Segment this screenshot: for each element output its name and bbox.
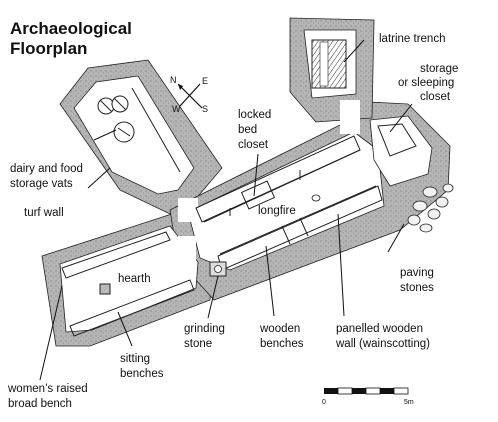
leader-lines [39,39,413,381]
label-panel-2: wall (wainscotting) [335,338,430,350]
compass-n: N [170,75,177,85]
label-benches-2: benches [260,338,304,350]
label-grinding-2: stone [184,338,212,350]
locked-bed-closet-box [240,180,276,210]
label-locked-1: locked [238,109,271,121]
title-line-2: Floorplan [10,39,87,58]
label-benches-1: wooden [259,323,300,335]
label-grinding-1: grinding [184,323,225,335]
hearth-box [99,283,111,295]
compass-w: W [172,104,181,114]
latrine-trench [311,39,347,89]
doorways [178,100,360,266]
scale-bar: 0 5m [322,387,414,406]
label-sitting-2: benches [120,368,164,380]
label-women-1: women’s raised [7,383,88,395]
label-locked-3: closet [238,139,269,151]
label-paving-2: stones [400,282,434,294]
closet-floor [369,115,433,187]
dairy-bench-line [131,87,181,173]
label-storage-3: closet [420,91,451,103]
compass-rose: N E S W [170,75,208,114]
label-sitting-1: sitting [120,353,150,365]
longfire-hearth-mark [311,194,321,202]
label-longfire: longfire [258,205,296,217]
label-turf-wall: turf wall [24,207,64,219]
title-line-1: Archaeological [10,19,132,38]
label-hearth: hearth [118,273,151,285]
scale-min: 0 [322,399,326,406]
label-dairy-1: dairy and food [10,163,83,175]
label-dairy-2: storage vats [10,178,73,190]
closet-bench [377,123,417,157]
paving-stones [407,183,454,233]
label-women-2: broad bench [8,398,72,410]
west-benches [61,231,195,337]
grinding-stone [209,261,227,277]
scale-max: 5m [404,399,414,406]
label-locked-2: bed [238,124,257,136]
west-floor [59,225,199,333]
label-latrine-trench: latrine trench [379,33,445,45]
label-paving-1: paving [400,267,434,279]
storage-vats [97,95,135,143]
label-storage-2: or sleeping [398,77,454,89]
compass-e: E [202,76,208,86]
label-panel-1: panelled wooden [336,323,423,335]
label-storage-1: storage [420,63,458,75]
compass-s: S [202,104,208,114]
